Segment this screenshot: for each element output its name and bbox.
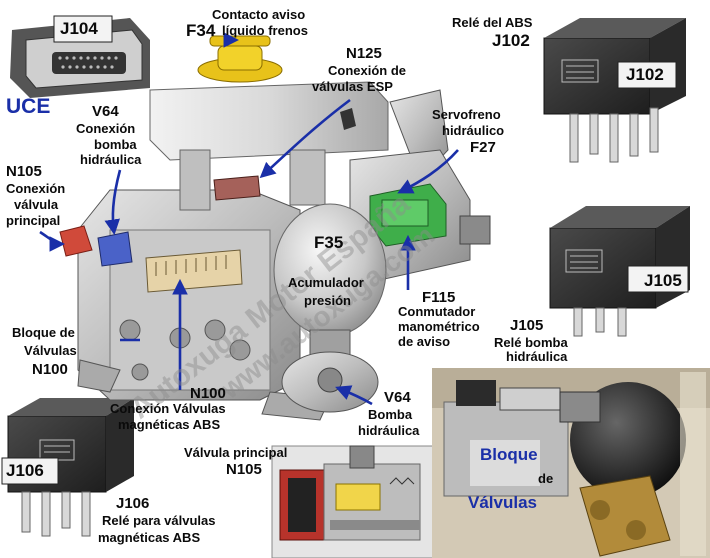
n100-left-code: N100: [32, 361, 68, 378]
j106-tag: J106: [6, 461, 44, 480]
j105-line2: hidráulica: [506, 349, 568, 364]
valve-cross-section-icon: [271, 445, 443, 558]
j102-tag: J102: [626, 65, 664, 84]
v64-top-line2: bomba: [94, 137, 137, 152]
f34-code: F34: [186, 21, 216, 40]
photo-block-icon: [432, 368, 710, 558]
v64-top-code: V64: [92, 103, 119, 120]
photo-line3: Válvulas: [468, 493, 537, 512]
n125-code: N125: [346, 45, 382, 62]
f27-line2: hidráulico: [442, 123, 505, 138]
v64-bot-code: V64: [384, 389, 411, 406]
hydraulic-unit-icon: [59, 35, 491, 421]
f35-line1: Acumulador: [288, 275, 364, 290]
f115-code: F115: [422, 289, 456, 306]
relay-icon: [1, 398, 134, 537]
f115-line3: de aviso: [398, 334, 451, 349]
relay-icon: [543, 18, 686, 163]
n100-left-line2: Válvulas: [24, 343, 77, 358]
n100-bot-line1: Conexión Válvulas: [110, 401, 226, 416]
n105-code: N105: [6, 163, 42, 180]
v64-top-line1: Conexión: [76, 121, 136, 136]
n105-line3: principal: [6, 213, 61, 228]
v64-bot-line1: Bomba: [368, 407, 413, 422]
relay-icon: [549, 206, 690, 337]
photo-line1: Bloque: [480, 445, 538, 464]
n100-bot-line2: magnéticas ABS: [118, 417, 221, 432]
j106-line2: magnéticas ABS: [98, 530, 201, 545]
v64-top-line3: hidráulica: [80, 152, 142, 167]
j104-tag: J104: [60, 19, 98, 38]
f35-line2: presión: [304, 293, 351, 308]
j105-tag: J105: [644, 271, 682, 290]
f115-line2: manométrico: [398, 319, 480, 334]
n125-line2: válvulas ESP: [312, 79, 393, 94]
n105-line2: válvula: [14, 197, 59, 212]
f35-code: F35: [314, 233, 344, 252]
ecu-connector-icon: [10, 15, 150, 98]
f34-line2: líquido frenos: [222, 23, 308, 38]
v64-bot-line2: hidráulica: [358, 423, 420, 438]
n105-bot-code: N105: [226, 461, 262, 478]
n100-bot-code: N100: [190, 385, 226, 402]
n105-bot-line1: Válvula principal: [184, 445, 288, 460]
n125-line1: Conexión de: [328, 63, 407, 78]
n105-line1: Conexión: [6, 181, 66, 196]
leader-arrows: [39, 32, 459, 406]
f27-code: F27: [470, 139, 496, 156]
j105-code: J105: [510, 317, 544, 334]
j106-line1: Relé para válvulas: [102, 513, 216, 528]
j102-title: Relé del ABS: [452, 15, 533, 30]
n100-left-line1: Bloque de: [12, 325, 75, 340]
j105-line1: Relé bomba: [494, 335, 568, 350]
j102-code: J102: [492, 31, 530, 50]
uce-label: UCE: [6, 95, 51, 118]
photo-line2: de: [538, 471, 554, 486]
j106-code: J106: [116, 495, 150, 512]
f115-line1: Conmutador: [398, 304, 476, 319]
f27-line1: Servofreno: [432, 107, 501, 122]
f34-line1: Contacto aviso: [212, 7, 306, 22]
